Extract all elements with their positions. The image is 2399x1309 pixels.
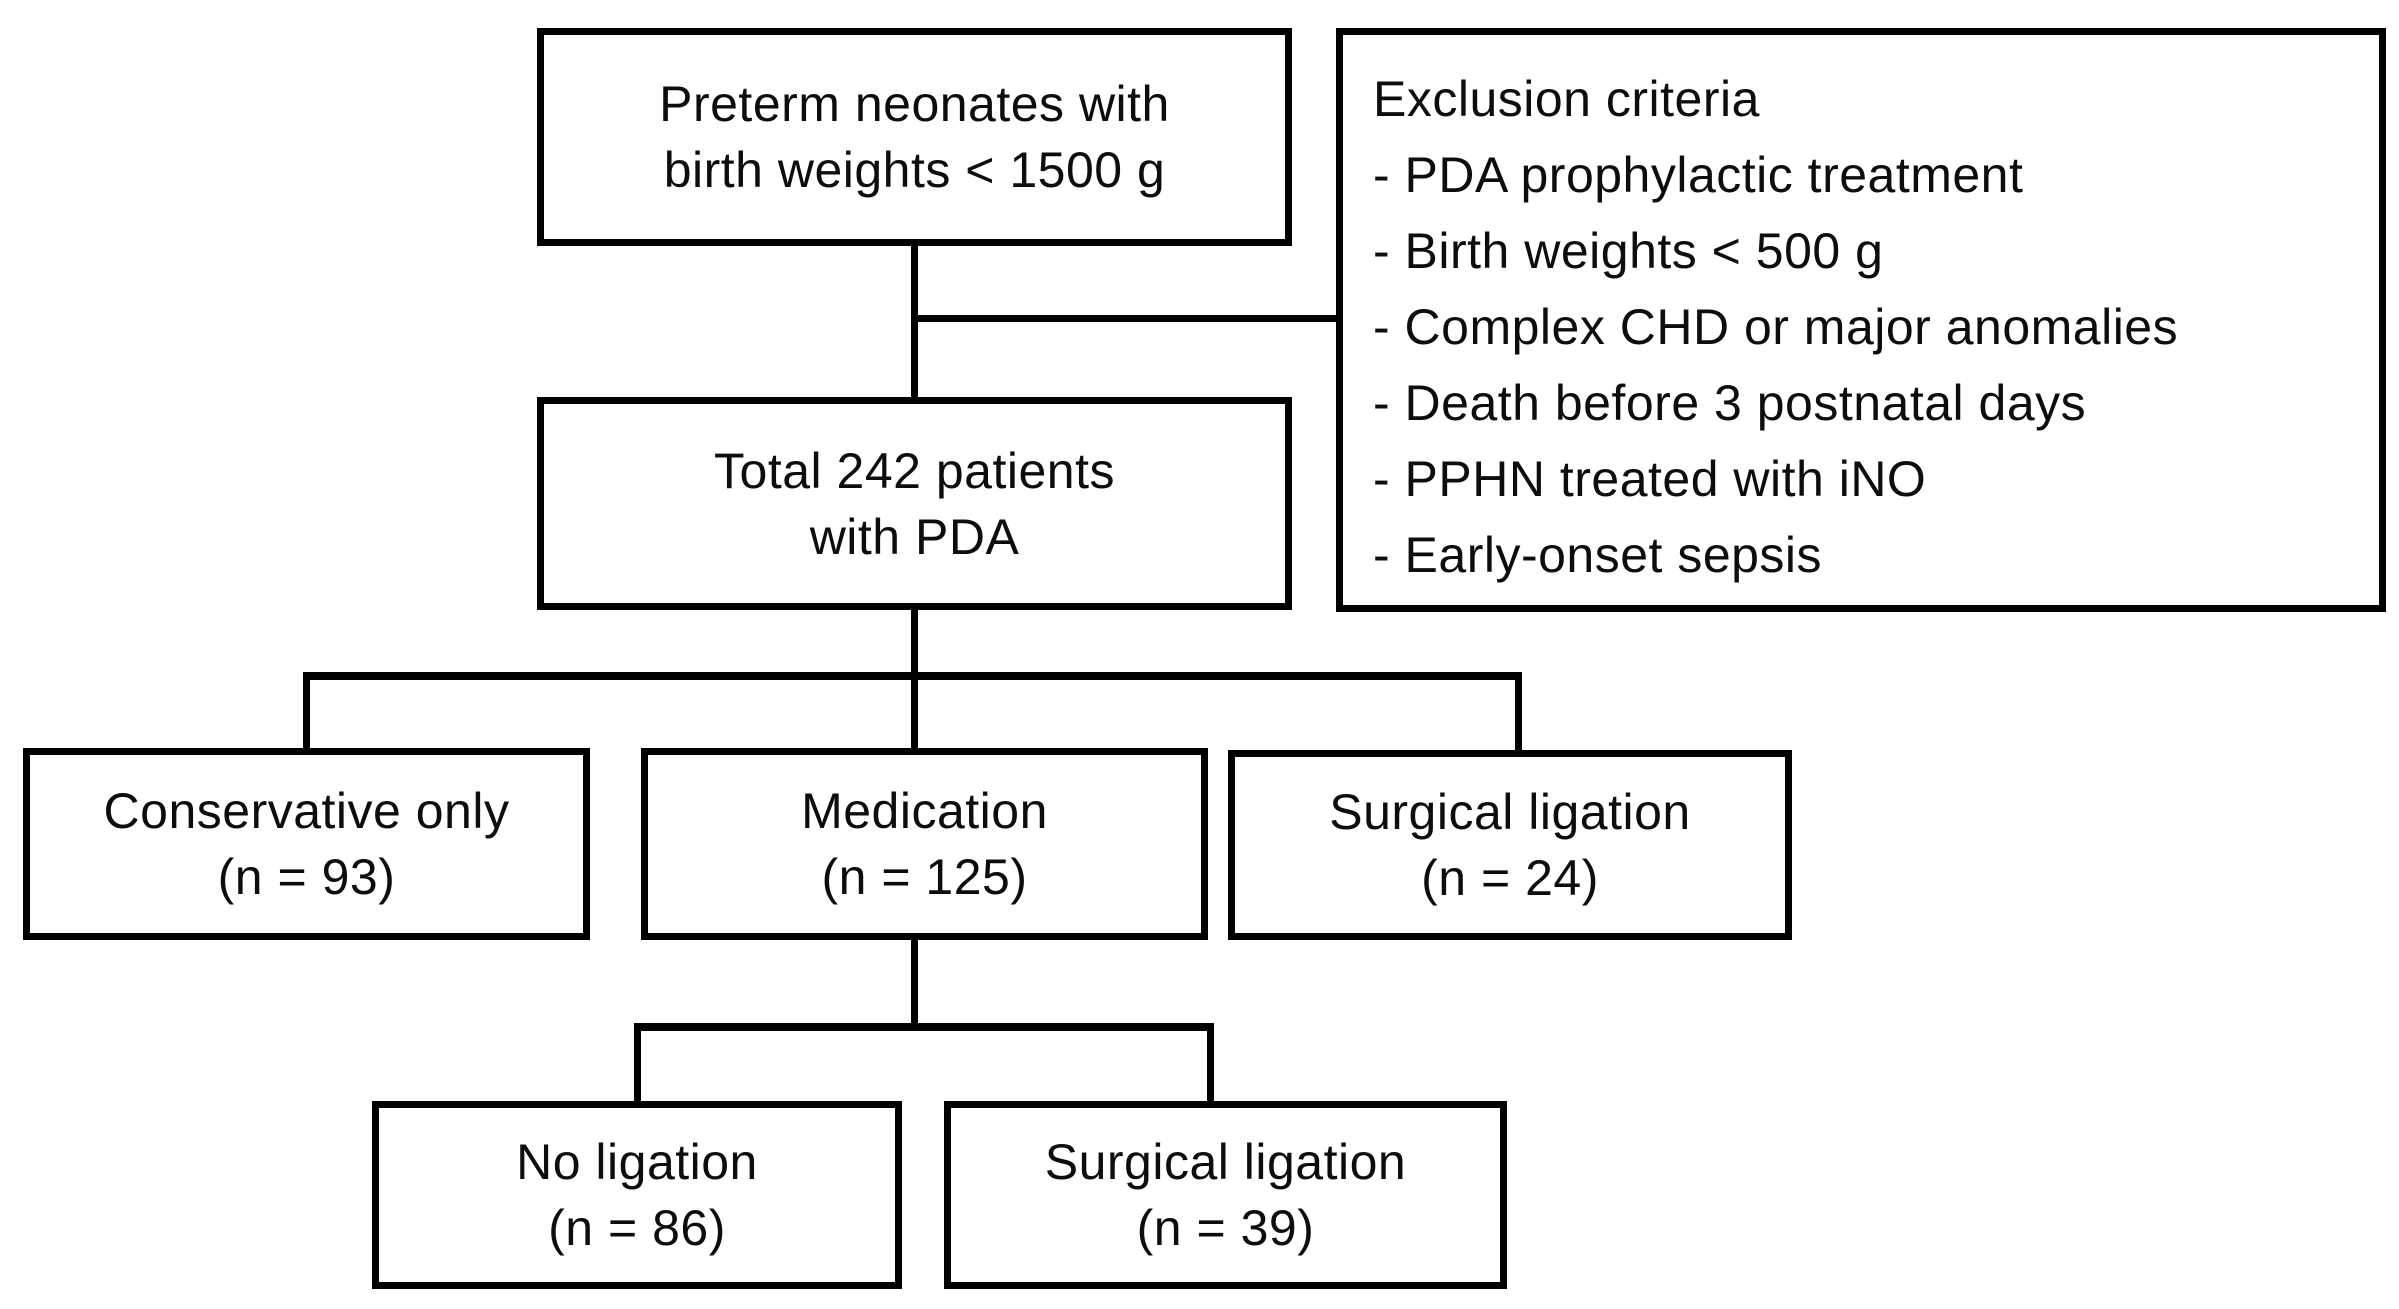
branch-line-ligation <box>634 1023 1214 1031</box>
connector-branch-to-conservative <box>303 672 310 748</box>
no-ligation-text-line1: No ligation <box>516 1134 758 1190</box>
connector-branch-to-surgical-ligation2 <box>1207 1023 1214 1101</box>
medication-text-line1: Medication <box>801 783 1048 839</box>
surgical-ligation2-text-line1: Surgical ligation <box>1044 1134 1407 1190</box>
surgical-ligation-count: (n = 24) <box>1421 850 1599 906</box>
exclusion-item-death: - Death before 3 postnatal days <box>1373 375 2087 431</box>
connector-medication-to-branch <box>911 940 918 1031</box>
preterm-text-line1: Preterm neonates with <box>659 76 1170 132</box>
conservative-count: (n = 93) <box>217 849 396 905</box>
box-preterm-neonates: Preterm neonates with birth weights < 15… <box>537 28 1292 246</box>
box-surgical-ligation-after-medication: Surgical ligation (n = 39) <box>944 1101 1507 1289</box>
box-medication: Medication (n = 125) <box>641 748 1208 940</box>
exclusion-item-pphn: - PPHN treated with iNO <box>1373 451 1927 507</box>
connector-branch-to-surgical <box>1515 672 1522 750</box>
connector-preterm-to-total <box>911 246 918 397</box>
total-text-line2: with PDA <box>809 508 1020 565</box>
exclusion-item-birth-weight: - Birth weights < 500 g <box>1373 223 1884 279</box>
no-ligation-count: (n = 86) <box>548 1200 726 1256</box>
box-no-ligation: No ligation (n = 86) <box>372 1101 902 1289</box>
box-exclusion-criteria: Exclusion criteria - PDA prophylactic tr… <box>1336 28 2386 612</box>
exclusion-item-complex-chd: - Complex CHD or major anomalies <box>1373 299 2179 355</box>
total-text-line1: Total 242 patients <box>714 442 1115 499</box>
exclusion-title: Exclusion criteria <box>1373 71 1760 127</box>
connector-branch-to-no-ligation <box>634 1023 641 1101</box>
exclusion-item-pda-prophylactic: - PDA prophylactic treatment <box>1373 147 2024 203</box>
conservative-text-line1: Conservative only <box>103 783 510 839</box>
box-surgical-ligation: Surgical ligation (n = 24) <box>1228 750 1792 940</box>
surgical-ligation2-count: (n = 39) <box>1136 1200 1315 1256</box>
box-total-patients: Total 242 patients with PDA <box>537 397 1292 610</box>
box-conservative-only: Conservative only (n = 93) <box>23 748 590 940</box>
connector-to-exclusion-box <box>915 315 1336 322</box>
medication-count: (n = 125) <box>821 849 1028 905</box>
branch-line-treatments <box>303 672 1522 680</box>
exclusion-item-sepsis: - Early-onset sepsis <box>1373 527 1823 583</box>
preterm-text-line2: birth weights < 1500 g <box>663 142 1166 198</box>
surgical-ligation-text-line1: Surgical ligation <box>1329 784 1691 840</box>
